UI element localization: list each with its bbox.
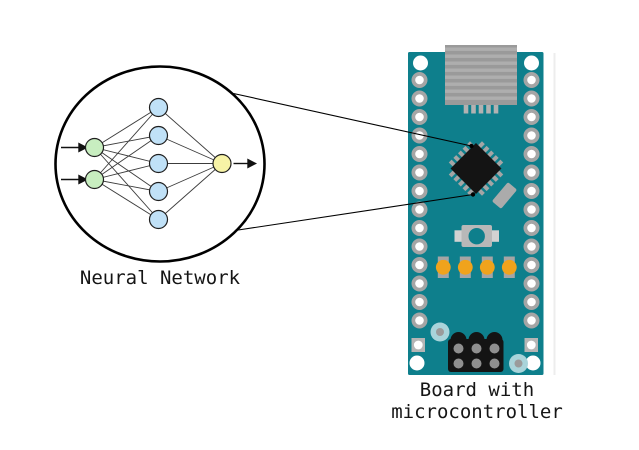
pcb-board xyxy=(408,52,544,375)
corner-mount-holes xyxy=(409,55,541,371)
smd-component xyxy=(492,182,517,209)
nn-edges xyxy=(94,107,223,220)
via-rings xyxy=(430,322,528,373)
leds xyxy=(435,256,517,278)
nn-nodes xyxy=(84,97,232,230)
board-shadow-line xyxy=(553,53,556,375)
pin-holes xyxy=(411,72,540,329)
reset-button xyxy=(454,225,499,247)
board-label-line2: microcontroller xyxy=(391,401,563,423)
callout-lines xyxy=(233,92,476,232)
header-pin-sockets xyxy=(453,343,500,369)
nn-arrows xyxy=(61,142,258,185)
board-label-line1: Board with xyxy=(419,379,535,401)
header-connector xyxy=(448,332,504,372)
microcontroller-chip xyxy=(448,141,504,196)
callout-endpoint-dot xyxy=(469,143,474,149)
square-pads xyxy=(411,338,538,352)
neural-network-diagram xyxy=(61,97,258,230)
usb-solder-pins xyxy=(463,105,499,114)
board-graphic xyxy=(408,45,556,375)
board-label: Board with microcontroller xyxy=(357,379,597,423)
callout-endpoint-dot xyxy=(470,192,476,197)
neural-network-label: Neural Network xyxy=(79,267,241,289)
usb-connector xyxy=(445,45,517,114)
usb-stripes xyxy=(445,47,517,100)
